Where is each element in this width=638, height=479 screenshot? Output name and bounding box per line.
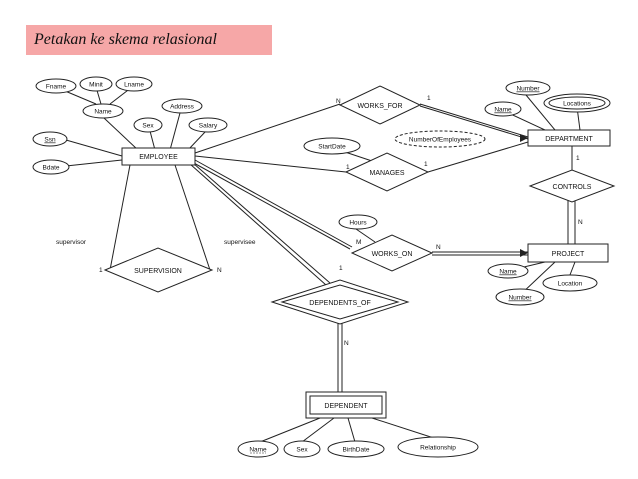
supervision-supervisor-cardinality: 1 xyxy=(99,267,103,274)
salary-label: Salary xyxy=(199,123,218,130)
controls-dept-cardinality: 1 xyxy=(576,155,580,162)
locations-label: Locations xyxy=(563,101,592,108)
dependent-label: DEPENDENT xyxy=(324,403,368,410)
manages-dept-cardinality: 1 xyxy=(424,161,428,168)
name-attribute[interactable] xyxy=(82,103,124,119)
works-for-relationship[interactable]: WORKS_FOR xyxy=(338,85,422,125)
start-date-label: StartDate xyxy=(318,144,346,151)
lname-attribute[interactable] xyxy=(115,76,153,92)
dept-name-label: Name xyxy=(494,107,512,114)
employee-entity[interactable]: EMPLOYEE xyxy=(121,147,196,166)
minit-label: Minit xyxy=(89,82,103,89)
address-attribute[interactable] xyxy=(161,98,203,114)
dep-name-attribute[interactable] xyxy=(237,440,279,458)
bdate-label: Bdate xyxy=(43,165,60,172)
controls-label: CONTROLS xyxy=(553,184,592,191)
num-employees-label: NumberOfEmployees xyxy=(409,137,472,144)
supervisor-role-label: supervisor xyxy=(56,239,87,246)
num-employees-attribute[interactable] xyxy=(394,130,486,148)
dept-number-label: Number xyxy=(516,86,540,93)
proj-name-label: Name xyxy=(499,269,517,276)
works-on-proj-cardinality: N xyxy=(436,244,441,251)
dependent-entity[interactable]: DEPENDENT xyxy=(305,391,387,419)
dept-number-attribute[interactable] xyxy=(505,80,551,96)
address-label: Address xyxy=(170,104,195,111)
slide-title: Petakan ke skema relasional xyxy=(34,31,217,48)
supervision-supervisee-cardinality: N xyxy=(217,267,222,274)
dependents-emp-cardinality: 1 xyxy=(339,265,343,272)
department-entity[interactable]: DEPARTMENT xyxy=(527,129,611,147)
works-for-emp-cardinality: N xyxy=(336,98,341,105)
works-on-label: WORKS_ON xyxy=(372,251,413,258)
slide-title-box: Petakan ke skema relasional xyxy=(26,25,272,55)
department-label: DEPARTMENT xyxy=(545,136,593,143)
birth-date-label: BirthDate xyxy=(342,447,369,454)
works-on-relationship[interactable]: WORKS_ON xyxy=(350,234,434,272)
proj-location-label: Location xyxy=(558,281,583,288)
employee-label: EMPLOYEE xyxy=(139,154,178,161)
sex-attribute[interactable] xyxy=(133,117,163,133)
dep-sex-attribute[interactable] xyxy=(283,440,321,458)
name-label: Name xyxy=(94,109,112,116)
project-entity[interactable]: PROJECT xyxy=(527,243,609,263)
proj-name-attribute[interactable] xyxy=(487,263,529,279)
project-label: PROJECT xyxy=(552,251,585,258)
works-for-label: WORKS_FOR xyxy=(357,103,402,110)
locations-inner-ring xyxy=(548,96,606,110)
minit-attribute[interactable] xyxy=(79,76,113,92)
manages-emp-cardinality: 1 xyxy=(346,164,350,171)
relationship-label: Relationship xyxy=(420,445,456,452)
fname-attribute[interactable] xyxy=(35,78,77,94)
works-on-arrow xyxy=(520,249,528,257)
supervision-label: SUPERVISION xyxy=(134,268,182,275)
dep-name-label: Name xyxy=(249,447,267,454)
dept-name-attribute[interactable] xyxy=(484,101,522,117)
hours-label: Hours xyxy=(349,220,367,227)
controls-proj-cardinality: N xyxy=(578,219,583,226)
works-for-dept-cardinality: 1 xyxy=(427,95,431,102)
proj-number-attribute[interactable] xyxy=(495,288,545,306)
bdate-attribute[interactable] xyxy=(32,159,70,175)
dependents-of-label: DEPENDENTS_OF xyxy=(309,300,370,307)
sex-label: Sex xyxy=(142,123,154,130)
ssn-attribute[interactable] xyxy=(32,131,68,147)
proj-number-label: Number xyxy=(508,295,532,302)
lname-label: Lname xyxy=(124,82,144,89)
salary-attribute[interactable] xyxy=(188,117,228,133)
dependents-dep-cardinality: N xyxy=(344,340,349,347)
manages-label: MANAGES xyxy=(369,170,404,177)
controls-relationship[interactable]: CONTROLS xyxy=(528,169,616,203)
proj-location-attribute[interactable] xyxy=(542,274,598,292)
works-for-arrow xyxy=(520,134,528,142)
relationship-attribute[interactable] xyxy=(397,436,479,458)
start-date-attribute[interactable] xyxy=(303,137,361,155)
works-on-emp-cardinality: M xyxy=(356,239,361,246)
ssn-label: Ssn xyxy=(44,137,56,144)
manages-relationship[interactable]: MANAGES xyxy=(344,152,430,192)
dep-sex-label: Sex xyxy=(296,447,308,454)
hours-attribute[interactable] xyxy=(338,214,378,230)
supervision-relationship[interactable]: SUPERVISION xyxy=(103,247,214,293)
birth-date-attribute[interactable] xyxy=(327,440,385,458)
supervisee-role-label: supervisee xyxy=(224,239,256,246)
dependents-of-relationship[interactable]: DEPENDENTS_OF xyxy=(270,279,410,325)
fname-label: Fname xyxy=(46,84,67,91)
